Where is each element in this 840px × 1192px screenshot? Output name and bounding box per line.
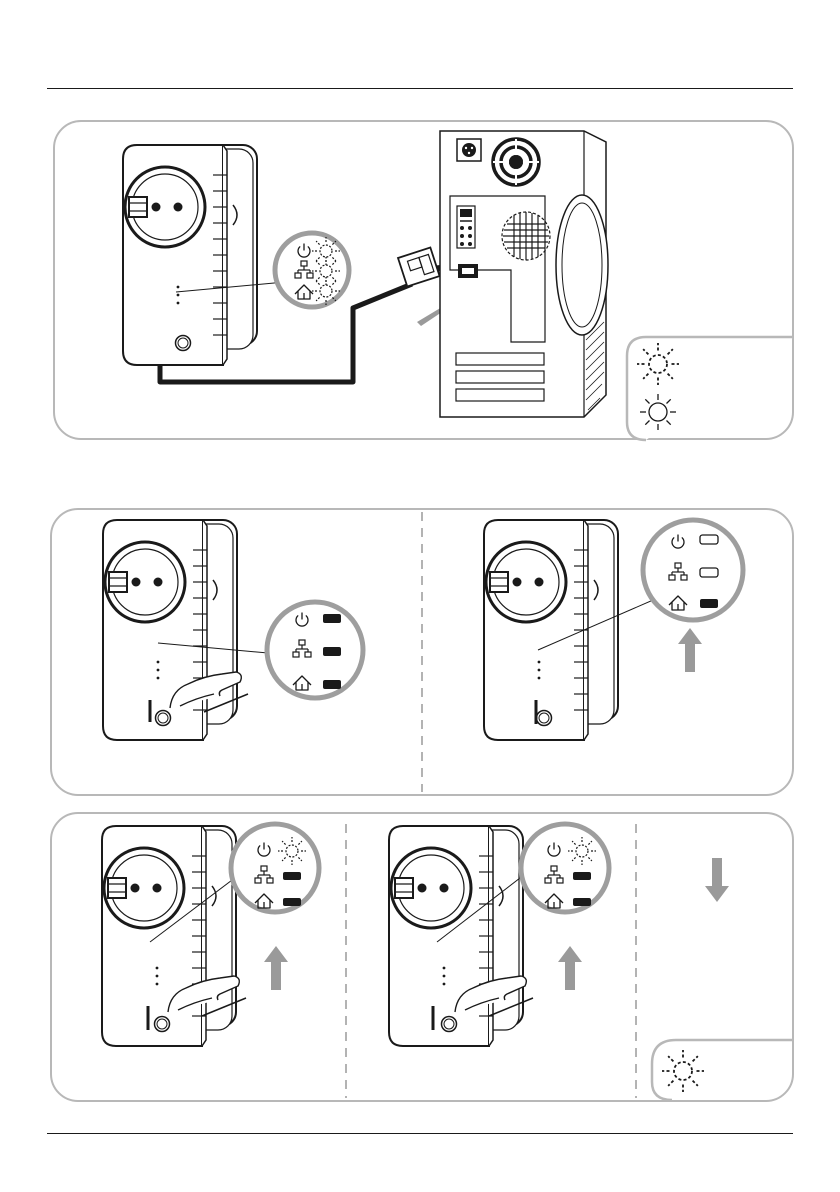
- power-led-on: [700, 535, 718, 544]
- led-callout: [643, 520, 743, 620]
- pc-tower-icon: [440, 131, 608, 417]
- legend-box: [627, 337, 794, 440]
- arrow-down-icon: [705, 858, 729, 902]
- home-led-off: [323, 680, 341, 689]
- ethernet-led-off: [323, 647, 341, 656]
- led-callout: [267, 602, 363, 698]
- step-1-adapter: [123, 145, 257, 365]
- power-led-off: [323, 614, 341, 623]
- home-led-off: [700, 599, 718, 608]
- arrow-up-icon: [678, 628, 702, 672]
- step-2b-adapter: [484, 520, 618, 740]
- led-callout: [275, 233, 349, 307]
- ethernet-led-off: [573, 872, 591, 880]
- arrow-up-icon: [558, 946, 582, 990]
- step-3b-adapter: [389, 826, 523, 1046]
- led-callout: [521, 824, 609, 912]
- arrow-up-icon: [264, 946, 288, 990]
- ethernet-led-on: [700, 568, 718, 577]
- ethernet-led-off: [283, 872, 301, 880]
- step-3a-adapter: [102, 826, 236, 1046]
- home-led-off: [573, 898, 591, 906]
- led-callout: [231, 824, 319, 912]
- home-led-off: [283, 898, 301, 906]
